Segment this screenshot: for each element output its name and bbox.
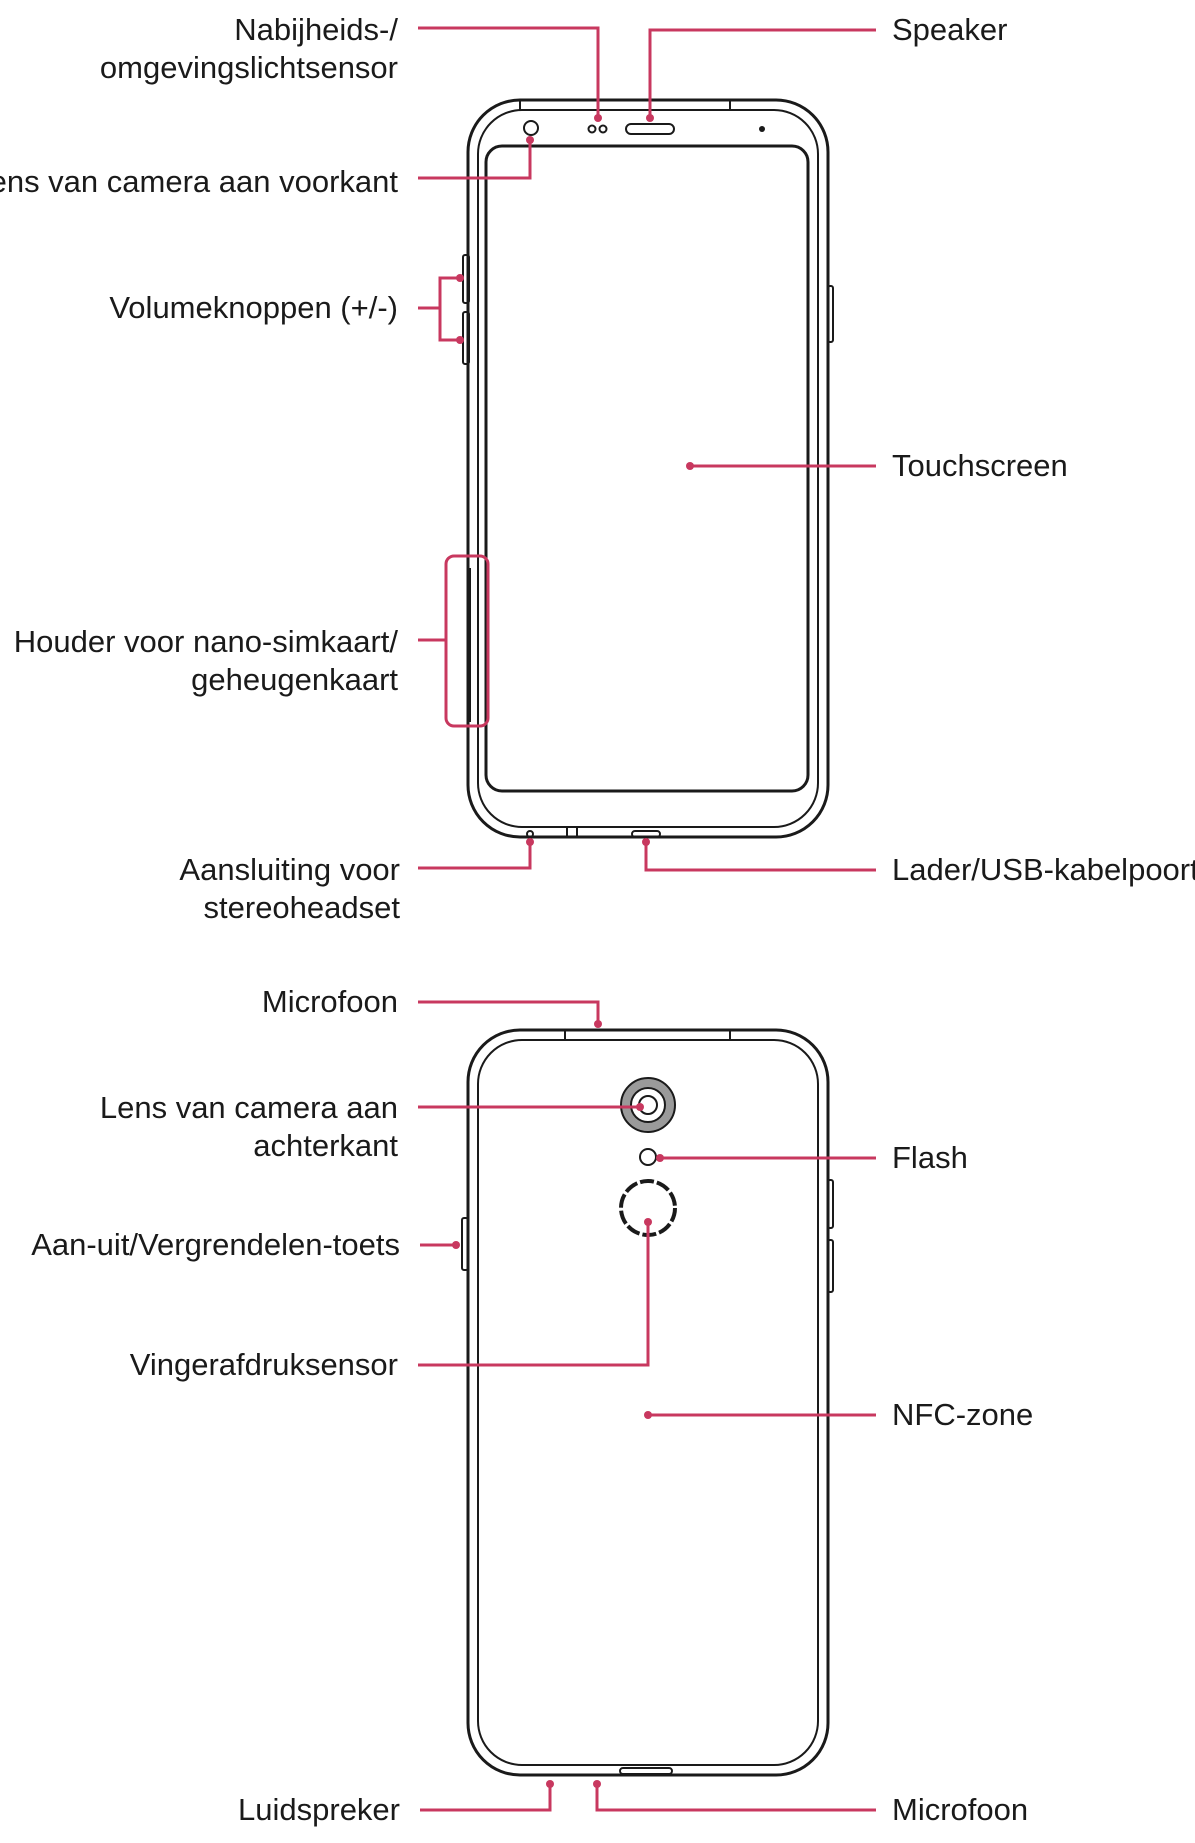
label-speaker: Speaker xyxy=(892,12,1007,47)
callout-usb-port: Lader/USB-kabelpoort xyxy=(642,838,1195,887)
leader-front-camera xyxy=(418,140,532,180)
back-phone-body xyxy=(466,1028,830,1777)
back-right-button-1 xyxy=(827,1179,834,1229)
volume-up-button xyxy=(462,254,470,304)
pointer-touchscreen xyxy=(686,462,694,470)
proximity-sensor-left xyxy=(587,124,597,134)
label-rear-camera-line1: Lens van camera aan xyxy=(100,1090,398,1125)
front-phone xyxy=(462,98,834,839)
callout-volume-keys: Volumeknoppen (+/-) xyxy=(109,274,464,344)
callout-power-key: Aan-uit/Vergrendelen-toets xyxy=(31,1227,460,1262)
leader-microphone-top xyxy=(418,1000,600,1024)
callout-rear-camera: Lens van camera aan achterkant xyxy=(100,1090,644,1163)
leader-speaker xyxy=(648,28,876,118)
flash-lens xyxy=(639,1148,657,1166)
callout-proximity-sensor: Nabijheids-/ omgevingslichtsensor xyxy=(100,12,602,122)
front-camera-lens xyxy=(523,120,539,136)
label-power-key: Aan-uit/Vergrendelen-toets xyxy=(31,1227,400,1262)
callout-touchscreen: Touchscreen xyxy=(686,448,1068,483)
label-proximity-line2: omgevingslichtsensor xyxy=(100,50,398,85)
label-sim-line1: Houder voor nano-simkaart/ xyxy=(14,624,399,659)
label-microphone-top: Microfoon xyxy=(262,984,398,1019)
label-loudspeaker: Luidspreker xyxy=(238,1792,400,1827)
label-microphone-bottom: Microfoon xyxy=(892,1792,1028,1827)
callout-speaker: Speaker xyxy=(646,12,1007,122)
front-small-dot xyxy=(759,126,765,132)
proximity-sensor-right xyxy=(598,124,608,134)
front-phone-body xyxy=(466,98,830,839)
leader-headset-jack xyxy=(418,842,532,870)
label-headset-line1: Aansluiting voor xyxy=(179,852,400,887)
right-side-button xyxy=(827,285,834,343)
callout-flash: Flash xyxy=(656,1140,968,1175)
earpiece-slot xyxy=(625,123,675,135)
pointer-headset-jack xyxy=(526,838,534,846)
callout-fingerprint: Vingerafdruksensor xyxy=(130,1218,652,1382)
pointer-nfc xyxy=(644,1411,652,1419)
callout-front-camera: Lens van camera aan voorkant xyxy=(0,136,534,199)
pointer-microphone-bottom xyxy=(593,1780,601,1788)
pointer-loudspeaker xyxy=(546,1780,554,1788)
leader-volume-bracket xyxy=(438,276,460,342)
label-front-camera: Lens van camera aan voorkant xyxy=(0,164,398,199)
pointer-front-camera xyxy=(526,136,534,144)
label-fingerprint: Vingerafdruksensor xyxy=(130,1347,398,1382)
label-volume-keys: Volumeknoppen (+/-) xyxy=(109,290,398,325)
power-key xyxy=(461,1217,469,1271)
label-usb-port: Lader/USB-kabelpoort xyxy=(892,852,1195,887)
label-rear-camera-line2: achterkant xyxy=(253,1128,398,1163)
leader-microphone-bottom xyxy=(595,1784,876,1812)
usb-port-opening xyxy=(631,830,661,838)
pointer-usb-port xyxy=(642,838,650,846)
callout-headset-jack: Aansluiting voor stereoheadset xyxy=(179,838,534,925)
volume-down-button xyxy=(462,311,470,365)
label-proximity-line1: Nabijheids-/ xyxy=(234,12,398,47)
back-phone-inner-edge xyxy=(477,1039,819,1766)
leader-fingerprint xyxy=(418,1222,650,1367)
pointer-microphone-top xyxy=(594,1020,602,1028)
callout-loudspeaker: Luidspreker xyxy=(238,1780,554,1827)
pointer-volume-down xyxy=(456,336,464,344)
callout-sim-tray: Houder voor nano-simkaart/ geheugenkaart xyxy=(14,554,490,728)
back-bottom-grille xyxy=(619,1767,673,1775)
pointer-proximity xyxy=(594,114,602,122)
callout-nfc: NFC-zone xyxy=(644,1397,1033,1432)
callout-microphone-top: Microfoon xyxy=(262,984,602,1028)
label-flash: Flash xyxy=(892,1140,968,1175)
front-phone-inner-edge xyxy=(477,109,819,828)
pointer-power-key xyxy=(452,1241,460,1249)
label-touchscreen: Touchscreen xyxy=(892,448,1068,483)
callout-microphone-bottom: Microfoon xyxy=(593,1780,1028,1827)
headset-jack-opening xyxy=(526,830,534,838)
leader-loudspeaker xyxy=(420,1784,552,1812)
pointer-speaker xyxy=(646,114,654,122)
front-screen xyxy=(484,144,810,793)
pointer-fingerprint xyxy=(644,1218,652,1226)
highlight-sim-tray xyxy=(444,554,490,728)
pointer-flash xyxy=(656,1154,664,1162)
pointer-rear-camera xyxy=(636,1103,644,1111)
leader-proximity xyxy=(418,26,600,118)
pointer-volume-up xyxy=(456,274,464,282)
back-phone xyxy=(461,1028,834,1777)
leader-usb-port xyxy=(644,842,876,872)
label-sim-line2: geheugenkaart xyxy=(191,662,398,697)
back-right-button-2 xyxy=(827,1239,834,1293)
label-headset-line2: stereoheadset xyxy=(204,890,401,925)
label-nfc: NFC-zone xyxy=(892,1397,1033,1432)
